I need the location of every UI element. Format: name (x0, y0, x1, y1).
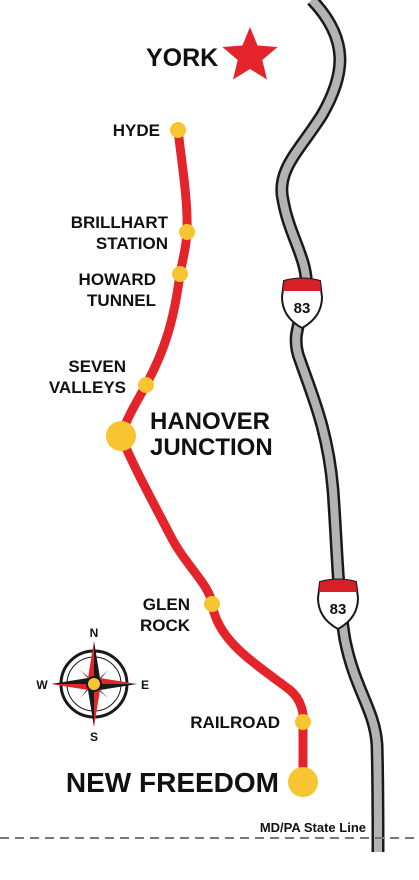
station-marker (170, 122, 186, 138)
station-label: HYDE (113, 121, 160, 140)
station-label: TUNNEL (87, 291, 156, 310)
station-label: HOWARD (79, 270, 156, 289)
station-marker (179, 224, 195, 240)
station-label: NEW FREEDOM (66, 767, 279, 798)
station-label: STATION (96, 234, 168, 253)
station-label: JUNCTION (150, 434, 273, 461)
station-seven-valleys: SEVEN VALLEYS (49, 357, 154, 397)
station-glen-rock: GLEN ROCK (140, 595, 220, 635)
station-hyde: HYDE (113, 121, 186, 140)
state-line-label: MD/PA State Line (260, 820, 366, 835)
station-marker (106, 421, 136, 451)
compass-west: W (36, 678, 48, 692)
interstate-shield-north: 83 (280, 277, 324, 330)
station-label: BRILLHART (71, 213, 169, 232)
station-label: VALLEYS (49, 378, 126, 397)
compass-rose-icon: N S E W (36, 626, 149, 744)
station-marker (138, 377, 154, 393)
interstate-shield-south: 83 (316, 578, 360, 631)
star-icon (222, 27, 278, 80)
shield-number: 83 (330, 601, 347, 618)
highway-road (277, 0, 382, 853)
compass-south: S (90, 730, 98, 744)
city-york: YORK (146, 27, 278, 80)
station-marker (295, 714, 311, 730)
station-railroad: RAILROAD (190, 713, 311, 732)
rail-line (116, 125, 308, 787)
station-howard: HOWARD TUNNEL (79, 266, 188, 310)
station-marker (204, 596, 220, 612)
station-label: ROCK (140, 616, 191, 635)
station-brillhart: BRILLHART STATION (71, 213, 195, 253)
station-hanover-junction: HANOVER JUNCTION (106, 408, 273, 461)
station-new-freedom: NEW FREEDOM (66, 767, 318, 798)
shield-number: 83 (294, 300, 311, 317)
city-label: YORK (146, 44, 218, 72)
compass-north: N (90, 626, 99, 640)
highway-i83 (275, 0, 385, 853)
station-label: SEVEN (68, 357, 126, 376)
station-label: HANOVER (150, 408, 270, 435)
station-marker (172, 266, 188, 282)
compass-east: E (141, 678, 149, 692)
station-marker (288, 767, 318, 797)
station-label: RAILROAD (190, 713, 280, 732)
station-label: GLEN (143, 595, 190, 614)
